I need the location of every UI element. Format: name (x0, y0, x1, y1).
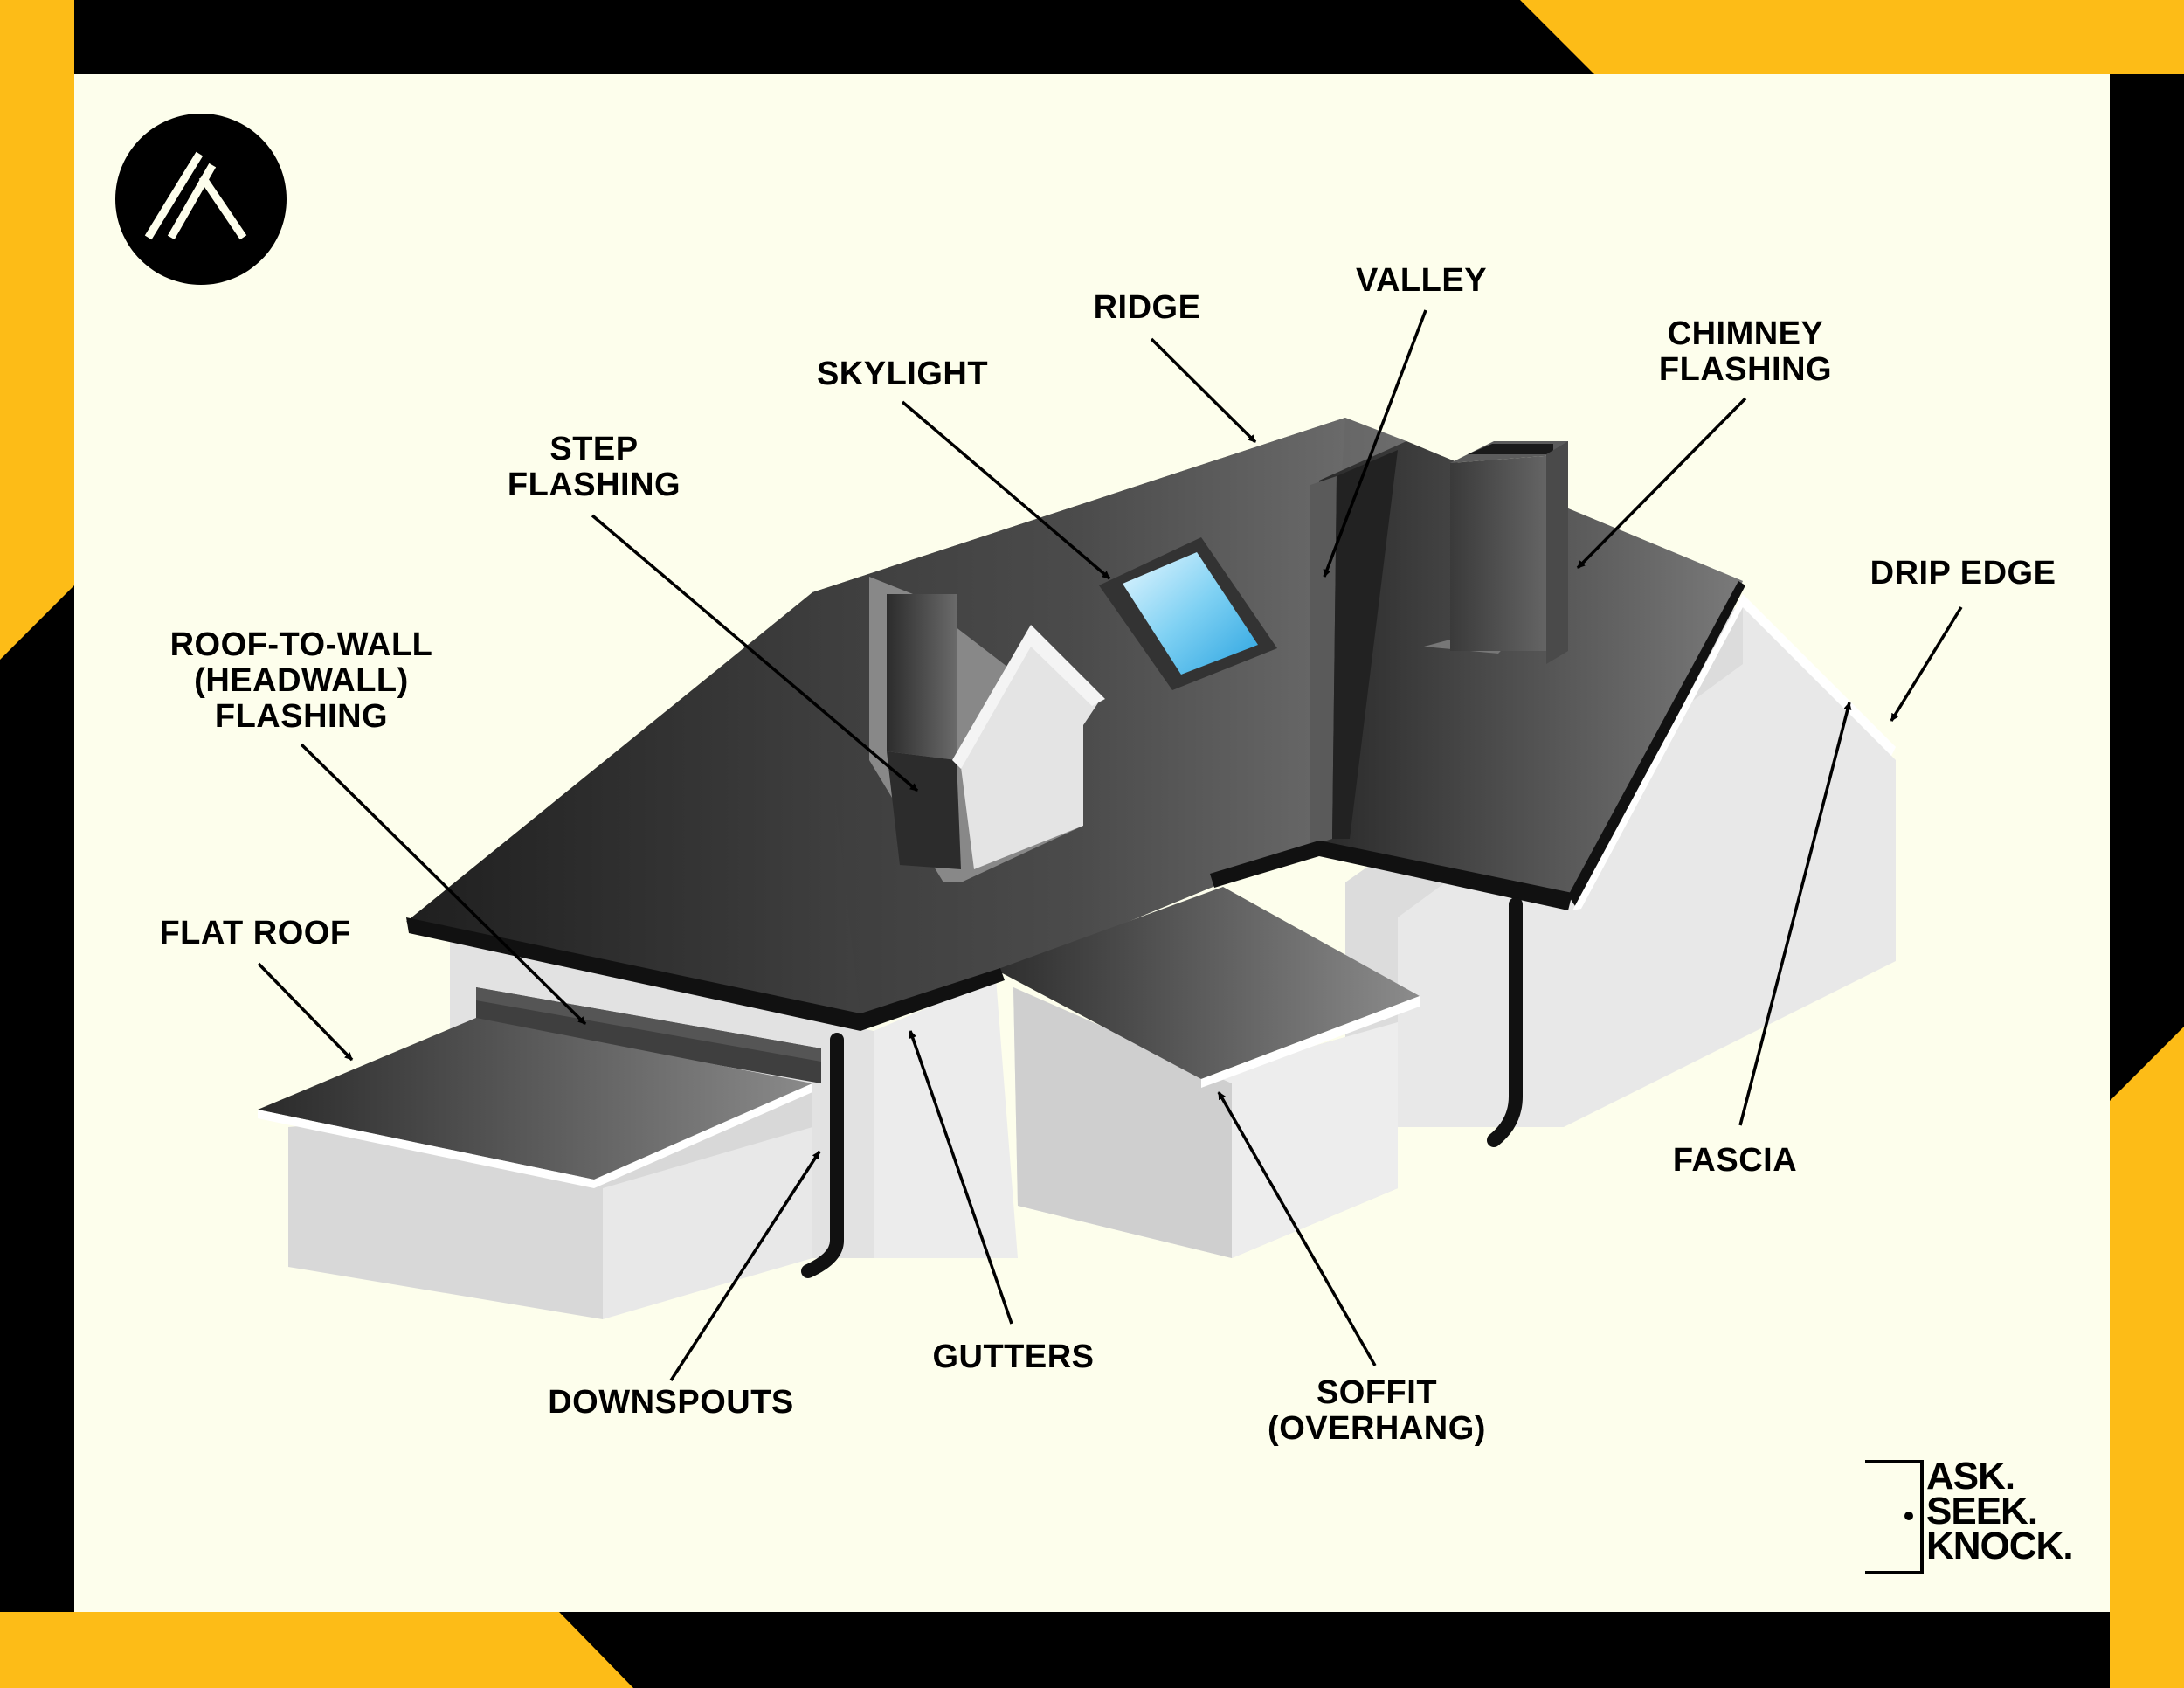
dormer (869, 577, 1105, 882)
frame-yellow-left (0, 0, 74, 660)
arrow-flat-roof (257, 962, 354, 1062)
right-gable-wall (1345, 603, 1896, 1127)
chimney (1424, 441, 1568, 664)
door-icon (1865, 1460, 1924, 1574)
leader-lines (257, 309, 1963, 1381)
label-skylight: SKYLIGHT (816, 356, 989, 392)
house-illustration (258, 418, 1896, 1319)
arrow-valley (1323, 309, 1427, 578)
label-downspouts: DOWNSPOUTS (548, 1384, 794, 1421)
label-gutters: GUTTERS (932, 1339, 1095, 1375)
valley-strip (1310, 476, 1337, 846)
arrow-fascia (1738, 702, 1852, 1126)
label-ridge: RIDGE (1093, 289, 1201, 326)
label-valley: VALLEY (1355, 262, 1488, 299)
fascia-strip (1572, 594, 1896, 910)
arrow-step-flashing (591, 514, 919, 792)
frame-yellow-bottom-left (0, 1612, 633, 1688)
downspouts (801, 897, 1523, 1278)
skylight-window (1099, 537, 1277, 690)
arrow-drip-edge (1890, 606, 1963, 722)
porch-roof (996, 887, 1420, 1088)
flat-roof-addition (258, 1018, 812, 1319)
label-fascia: FASCIA (1672, 1142, 1798, 1179)
arrow-gutters (909, 1030, 1013, 1325)
arrow-downspouts (669, 1151, 821, 1381)
label-drip-edge: DRIP EDGE (1870, 555, 2056, 591)
arrow-skylight (901, 400, 1111, 580)
mountain-peak-logo-icon (115, 114, 287, 285)
label-flat-roof: FLAT ROOF (159, 915, 351, 951)
right-wing-roof (1319, 441, 1743, 896)
frame-yellow-right (2110, 1027, 2184, 1688)
arrow-ridge (1150, 337, 1257, 444)
arrow-soffit (1217, 1091, 1377, 1366)
label-soffit: SOFFIT(OVERHANG) (1268, 1374, 1486, 1447)
frame-yellow-top-right (1520, 0, 2184, 74)
arrow-headwall-flashing (300, 743, 587, 1026)
gutters (406, 581, 1745, 1031)
arrow-chimney-flashing (1576, 397, 1747, 570)
label-headwall-flashing: ROOF-TO-WALL(HEADWALL)FLASHING (169, 626, 433, 735)
brand-wordmark: ASK. SEEK. KNOCK. (1926, 1455, 2074, 1567)
